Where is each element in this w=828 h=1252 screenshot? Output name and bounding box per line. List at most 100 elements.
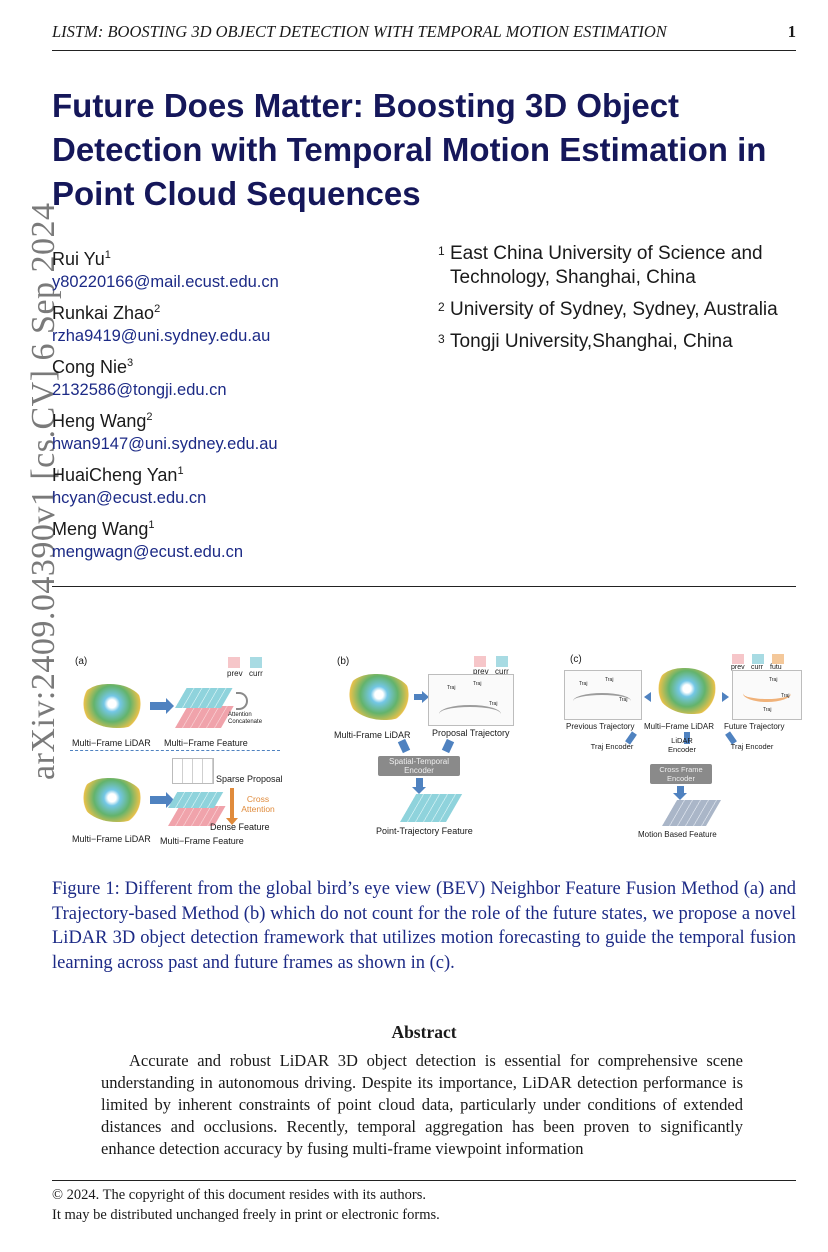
- multi-frame-feature-label: Multi−Frame Feature: [160, 836, 244, 846]
- legend-curr-label: curr: [249, 669, 263, 678]
- traj-encoder-label: Traj Encoder: [590, 742, 634, 751]
- copyright-footer: © 2024. The copyright of this document r…: [52, 1185, 796, 1225]
- legend-futu-label: futu: [770, 664, 782, 671]
- author-name: Meng Wang1: [52, 519, 155, 539]
- cross-frame-encoder-box: Cross Frame Encoder: [650, 764, 712, 784]
- arrow-right-icon: [150, 702, 168, 710]
- proposal-trajectory-panel: Traj Traj Traj: [428, 674, 514, 726]
- lidar-point-cloud-icon: [654, 664, 720, 720]
- arrow-head-icon: [422, 691, 429, 703]
- legend-prev-label: prev: [731, 664, 745, 671]
- legend-curr-swatch: [752, 654, 764, 664]
- previous-trajectory-label: Previous Trajectory: [566, 722, 635, 731]
- footer-rule: [52, 1180, 796, 1181]
- traj-label: Traj: [489, 701, 498, 707]
- traj-label: Traj: [605, 677, 614, 683]
- future-trajectory-label: Future Trajectory: [724, 722, 785, 731]
- lidar-encoder-label: LiDAR Encoder: [668, 736, 696, 754]
- multi-frame-feature-grid: [175, 682, 235, 736]
- proposal-trajectory-label: Proposal Trajectory: [432, 728, 510, 738]
- author-name: Cong Nie3: [52, 357, 134, 377]
- abstract-heading: Abstract: [391, 1022, 457, 1042]
- traj-label: Traj: [447, 685, 456, 691]
- arrow-head-icon: [412, 787, 426, 794]
- arrow-head-icon: [166, 698, 174, 714]
- panel-a-label: (a): [75, 656, 88, 667]
- figure-1: (a) prev curr Attention Concatenate Mult…: [60, 640, 802, 860]
- multi-frame-lidar-label: Multi−Frame LiDAR: [644, 722, 715, 731]
- legend-prev-swatch: [228, 657, 240, 668]
- arrow-head-icon: [673, 793, 687, 800]
- multi-frame-feature-label: Multi−Frame Feature: [164, 738, 248, 748]
- motion-based-feature-label: Motion Based Feature: [638, 830, 717, 839]
- motion-based-feature-grid: [656, 800, 722, 828]
- traj-label: Traj: [473, 681, 482, 687]
- distribution-line: It may be distributed unchanged freely i…: [52, 1207, 440, 1223]
- arrow-right-icon: [414, 694, 424, 700]
- legend-curr-label: curr: [495, 667, 509, 676]
- lidar-point-cloud-icon: [342, 670, 416, 726]
- copyright-line: © 2024. The copyright of this document r…: [52, 1187, 427, 1203]
- cross-attention-label: Cross Attention: [241, 794, 275, 814]
- legend-curr-label: curr: [751, 664, 764, 671]
- author-rule: [52, 586, 796, 587]
- author-email[interactable]: rzha9419@uni.sydney.edu.au: [52, 327, 271, 345]
- lidar-point-cloud-icon: [76, 774, 148, 828]
- dense-feature-label: Dense Feature: [210, 822, 270, 832]
- point-trajectory-feature-grid: [394, 794, 463, 824]
- sparse-proposal-grid: [172, 758, 214, 784]
- arrow-right-icon: [150, 796, 168, 804]
- future-trajectory-panel: Traj Traj Traj: [732, 670, 802, 720]
- abstract-body: Accurate and robust LiDAR 3D object dete…: [101, 1051, 743, 1158]
- arrow-down-icon: [416, 778, 423, 788]
- traj-label: Traj: [769, 677, 778, 683]
- attention-concatenate-label: Attention Concatenate: [228, 712, 263, 725]
- arrow-down-icon: [441, 738, 455, 754]
- panel-c-label: (c): [570, 654, 582, 665]
- panel-a-divider: [70, 750, 280, 751]
- legend-futu-swatch: [772, 654, 784, 664]
- author-email[interactable]: 2132586@tongji.edu.cn: [52, 381, 227, 399]
- arrow-head-icon: [166, 792, 174, 808]
- author-email[interactable]: hwan9147@uni.sydney.edu.au: [52, 435, 278, 453]
- author-email[interactable]: hcyan@ecust.edu.cn: [52, 489, 207, 507]
- author-name: HuaiCheng Yan1: [52, 465, 184, 485]
- figure-caption: Figure 1: Different from the global bird…: [52, 879, 796, 973]
- traj-label: Traj: [781, 693, 790, 699]
- legend-prev-label: prev: [473, 667, 489, 676]
- traj-label: Traj: [579, 681, 588, 687]
- author-email[interactable]: y80220166@mail.ecust.edu.cn: [52, 273, 279, 291]
- lidar-point-cloud-icon: [76, 678, 148, 732]
- previous-trajectory-panel: Traj Traj Traj: [564, 670, 642, 720]
- multi-frame-lidar-label: Multi−Frame LiDAR: [72, 738, 151, 748]
- legend-prev-swatch: [732, 654, 744, 664]
- author-email[interactable]: mengwagn@ecust.edu.cn: [52, 543, 244, 561]
- traj-encoder-label: Traj Encoder: [730, 742, 774, 751]
- panel-b-label: (b): [337, 656, 350, 667]
- spatial-temporal-encoder-box: Spatial-Temporal Encoder: [378, 756, 460, 776]
- arrow-down-icon: [677, 786, 684, 794]
- author-name: Heng Wang2: [52, 411, 153, 431]
- author-list: Rui Yu1 y80220166@mail.ecust.edu.cn Runk…: [52, 242, 392, 566]
- sparse-proposal-label: Sparse Proposal: [216, 774, 283, 784]
- header-rule: [52, 50, 796, 51]
- author-name: Runkai Zhao2: [52, 303, 161, 323]
- author-name: Rui Yu1: [52, 249, 111, 269]
- running-head: LISTM: BOOSTING 3D OBJECT DETECTION WITH…: [52, 22, 796, 44]
- cross-attention-arrowhead-icon: [226, 818, 238, 825]
- legend-curr-swatch: [250, 657, 262, 668]
- multi-frame-lidar-label: Multi−Frame LiDAR: [72, 834, 151, 844]
- arrow-left-icon: [644, 692, 651, 702]
- running-head-title: LISTM: BOOSTING 3D OBJECT DETECTION WITH…: [52, 22, 667, 41]
- traj-label: Traj: [619, 697, 628, 703]
- concat-arrow-icon: [236, 692, 248, 710]
- legend-prev-label: prev: [227, 669, 243, 678]
- spatial-temporal-encoder-label: Spatial-Temporal Encoder: [388, 757, 450, 775]
- arrow-right-icon: [722, 692, 729, 702]
- arrow-down-icon: [684, 732, 690, 744]
- legend-prev-swatch: [474, 656, 486, 667]
